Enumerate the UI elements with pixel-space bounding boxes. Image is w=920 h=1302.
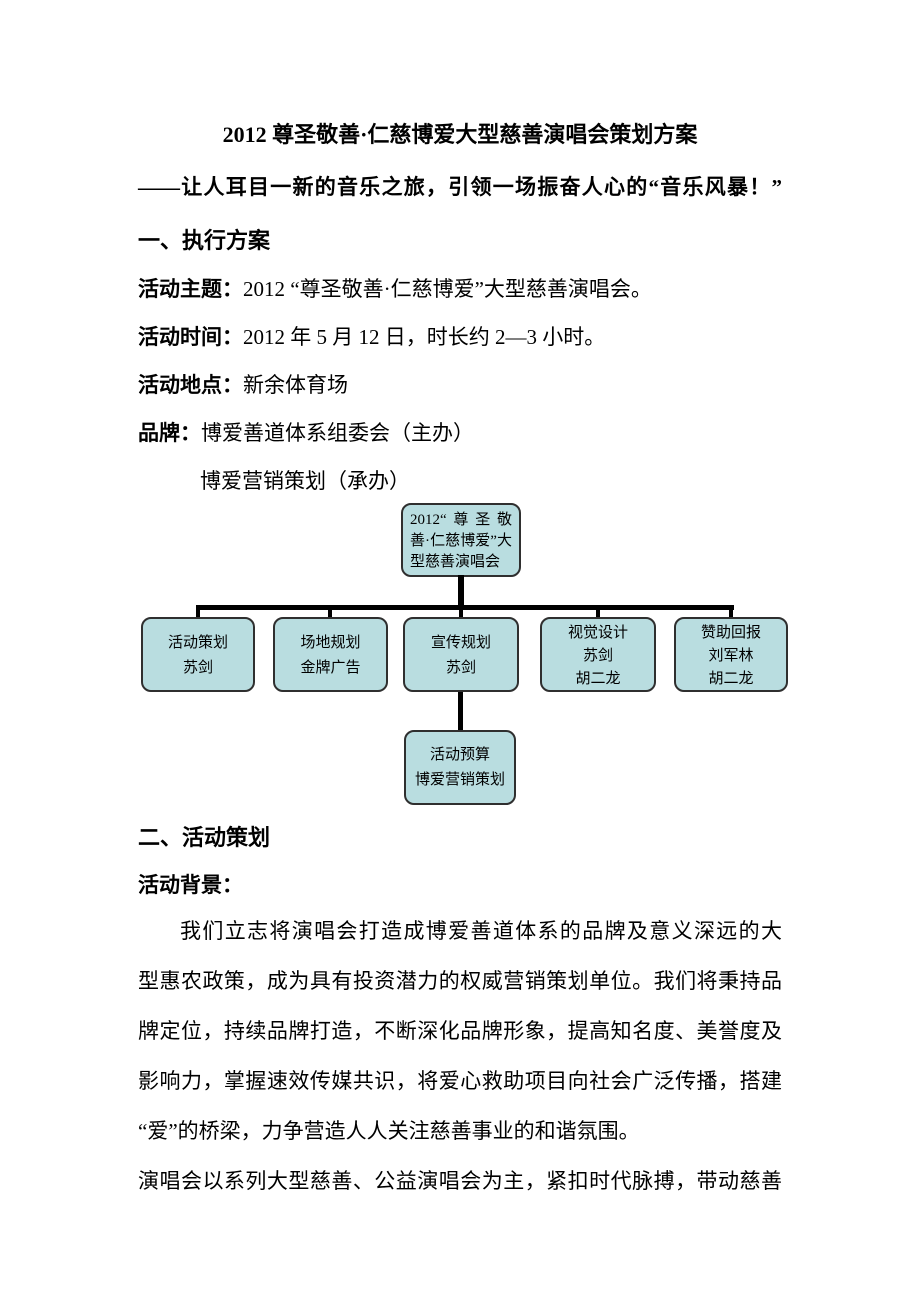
org-root-line: 2012“尊圣敬	[410, 512, 512, 528]
org-box-venue-planning: 场地规划 金牌广告	[273, 617, 388, 692]
field-brand: 品牌：博爱善道体系组委会（主办）	[138, 418, 782, 448]
connector-stub-2	[328, 607, 332, 618]
field-theme-label: 活动主题：	[138, 277, 243, 301]
org-box-line: 苏剑	[182, 660, 213, 676]
field-theme: 活动主题：2012 “尊圣敬善·仁慈博爱”大型慈善演唱会。	[138, 274, 782, 304]
org-root-box: 2012“尊圣敬 善·仁慈博爱”大 型慈善演唱会	[401, 503, 521, 577]
org-box-line: 活动策划	[167, 635, 228, 651]
field-theme-value: 2012 “尊圣敬善·仁慈博爱”大型慈善演唱会。	[243, 277, 652, 301]
org-box-line: 刘军林	[708, 648, 754, 664]
org-box-line: 金牌广告	[300, 660, 361, 676]
org-box-line: 视觉设计	[567, 625, 628, 641]
org-box-line: 胡二龙	[575, 671, 621, 687]
org-box-activity-planning: 活动策划 苏剑	[141, 617, 255, 692]
section-2-heading: 二、活动策划	[138, 825, 271, 850]
connector-budget-drop	[458, 692, 463, 730]
body-line: 我们立志将演唱会打造成博爱善道体系的品牌及意义深远的大	[180, 919, 782, 943]
field-time-value: 2012 年 5 月 12 日，时长约 2—3 小时。	[243, 325, 606, 349]
org-box-line: 博爱营销策划	[414, 772, 505, 788]
body-line: 牌定位，持续品牌打造，不断深化品牌形象，提高知名度、美誉度及	[138, 1019, 782, 1043]
field-location: 活动地点：新余体育场	[138, 370, 782, 400]
background-subheading: 活动背景：	[138, 873, 243, 897]
field-brand-value: 博爱善道体系组委会（主办）	[201, 421, 474, 445]
org-box-line: 胡二龙	[708, 671, 754, 687]
org-box-line: 苏剑	[445, 660, 476, 676]
connector-stub-3	[459, 607, 463, 618]
org-box-line: 苏剑	[582, 648, 613, 664]
body-line: 演唱会以系列大型慈善、公益演唱会为主，紧扣时代脉搏，带动慈善	[138, 1169, 782, 1193]
org-box-line: 场地规划	[300, 635, 361, 651]
org-chart-diagram: 2012“尊圣敬 善·仁慈博爱”大 型慈善演唱会 活动策划 苏剑 场地规划 金牌…	[138, 497, 788, 806]
field-brand-label: 品牌：	[138, 421, 201, 445]
org-root-line: 型慈善演唱会	[410, 554, 501, 570]
org-root-line: 善·仁慈博爱”大	[410, 533, 512, 549]
org-box-line: 赞助回报	[700, 625, 761, 641]
body-line: 型惠农政策，成为具有投资潜力的权威营销策划单位。我们将秉持品	[138, 969, 782, 993]
field-time-label: 活动时间：	[138, 325, 243, 349]
connector-horizontal	[196, 605, 734, 610]
body-line: “爱”的桥梁，力争营造人人关注慈善事业的和谐氛围。	[138, 1119, 640, 1143]
connector-stub-4	[596, 607, 600, 618]
background-paragraph-1: 我们立志将演唱会打造成博爱善道体系的品牌及意义深远的大 型惠农政策，成为具有投资…	[138, 906, 782, 1156]
document-title: 2012 尊圣敬善·仁慈博爱大型慈善演唱会策划方案	[222, 122, 698, 147]
section-1-heading: 一、执行方案	[138, 228, 271, 253]
field-location-label: 活动地点：	[138, 373, 243, 397]
org-box-sponsor-returns: 赞助回报 刘军林 胡二龙	[674, 617, 788, 692]
org-box-visual-design: 视觉设计 苏剑 胡二龙	[540, 617, 656, 692]
field-brand-coorganizer: 博爱营销策划（承办）	[200, 469, 410, 493]
org-box-line: 宣传规划	[430, 635, 491, 651]
field-location-value: 新余体育场	[243, 373, 348, 397]
org-box-budget: 活动预算 博爱营销策划	[404, 730, 516, 805]
field-time: 活动时间：2012 年 5 月 12 日，时长约 2—3 小时。	[138, 322, 782, 352]
org-box-line: 活动预算	[429, 747, 490, 763]
org-box-publicity-planning: 宣传规划 苏剑	[403, 617, 519, 692]
body-line: 影响力，掌握速效传媒共识，将爱心救助项目向社会广泛传播，搭建	[138, 1069, 782, 1093]
connector-stub-5	[729, 607, 733, 618]
document-subtitle: ——让人耳目一新的音乐之旅，引领一场振奋人心的“音乐风暴！”	[138, 175, 782, 199]
connector-root-drop	[458, 575, 464, 607]
background-paragraph-2: 演唱会以系列大型慈善、公益演唱会为主，紧扣时代脉搏，带动慈善	[138, 1156, 782, 1206]
connector-stub-1	[196, 607, 200, 618]
